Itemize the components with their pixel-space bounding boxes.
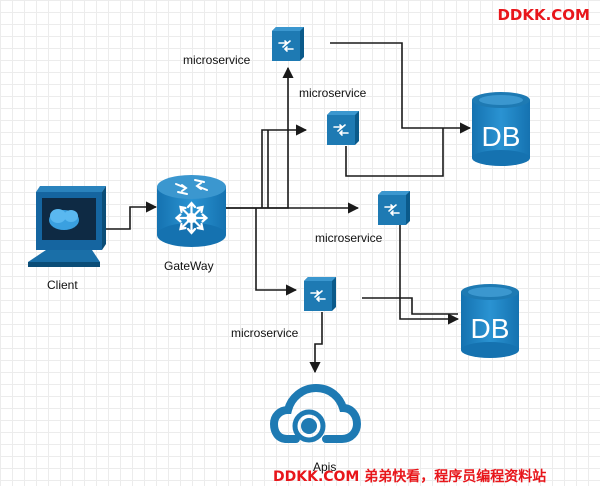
db-node-2: DB (461, 284, 519, 358)
link-client-gateway (100, 201, 158, 230)
monitor-icon (28, 186, 106, 267)
link-ms4-db2 (362, 297, 458, 315)
switch-icon (377, 190, 411, 226)
microservice-node-3 (377, 190, 411, 226)
router-icon (157, 175, 226, 247)
switch-icon (303, 276, 337, 312)
watermark-top: DDKK.COM (497, 6, 590, 24)
database-icon: DB (472, 92, 530, 166)
microservice-node-2 (326, 110, 360, 146)
link-ms1-db1 (330, 42, 472, 134)
connectors (100, 42, 472, 374)
microservice-label-3: microservice (315, 231, 383, 245)
gateway-node (157, 175, 226, 247)
link-gateway-ms4 (255, 208, 298, 296)
link-ms2-db1 (345, 128, 444, 177)
watermark-bottom: DDKK.COM 弟弟快看，程序员编程资料站 (273, 469, 547, 485)
microservice-node-1 (271, 26, 305, 62)
microservice-label-1: microservice (183, 53, 251, 67)
switch-icon (326, 110, 360, 146)
microservice-node-4 (303, 276, 337, 312)
microservice-label-4: microservice (231, 326, 299, 340)
link-ms4-apis (309, 312, 323, 374)
client-label: Client (47, 278, 78, 292)
client-node (28, 186, 106, 267)
microservice-label-2: microservice (299, 86, 367, 100)
database-icon: DB (461, 284, 519, 358)
cloud-icon (269, 383, 362, 443)
gateway-label: GateWay (164, 259, 214, 273)
db-label: DB (471, 313, 510, 344)
link-gateway-ms2 (261, 124, 308, 208)
db-node-1: DB (472, 92, 530, 166)
link-gateway-ms1 (226, 66, 294, 209)
switch-icon (271, 26, 305, 62)
db-label: DB (482, 121, 521, 152)
apis-node (269, 383, 362, 443)
link-ms3-db2 (399, 224, 460, 325)
apis-label: Apis (313, 460, 337, 474)
